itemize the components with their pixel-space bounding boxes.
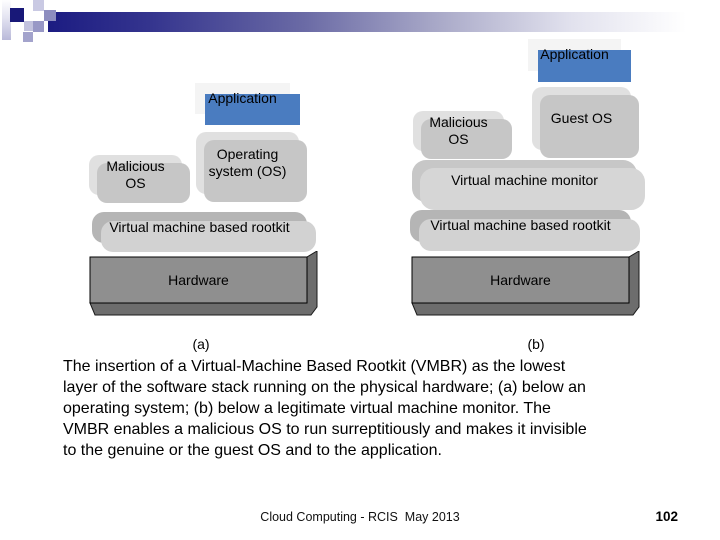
hardware-3d-shape: [89, 251, 318, 316]
deco-square: [10, 8, 24, 22]
footer-text: Cloud Computing - RCIS May 2013: [260, 510, 460, 524]
box-application-a: Application: [195, 83, 300, 125]
deco-square: [44, 10, 56, 21]
box-vmm-b: Virtual machine monitor: [412, 160, 645, 210]
header-bar: [48, 12, 720, 32]
deco-square: [33, 21, 44, 32]
deco-square: [33, 0, 44, 11]
diagram-a-label: (a): [192, 336, 210, 352]
box-application-b: Application: [528, 39, 631, 82]
box-vmbr-b: Virtual machine based rootkit: [410, 210, 640, 251]
box-guest-os-b: Guest OS: [532, 87, 639, 158]
figure-caption: The insertion of a Virtual-Machine Based…: [63, 358, 587, 459]
left-gradient-bar: [2, 0, 11, 40]
box-hardware-a: Hardware: [80, 251, 320, 321]
slide-number: 102: [655, 509, 678, 524]
hardware-label-a: Hardware: [168, 272, 229, 288]
hardware-label-b: Hardware: [490, 272, 551, 288]
hardware-3d-shape: [411, 251, 640, 316]
box-malicious-os-a: Malicious OS: [89, 155, 190, 203]
box-operating-system-a: Operating system (OS): [196, 132, 307, 202]
diagram-b-label: (b): [527, 336, 545, 352]
deco-square: [23, 32, 33, 42]
box-hardware-b: Hardware: [402, 251, 642, 321]
box-vmbr-a: Virtual machine based rootkit: [92, 212, 316, 252]
deco-square: [24, 21, 33, 31]
box-malicious-os-b: Malicious OS: [413, 111, 512, 159]
